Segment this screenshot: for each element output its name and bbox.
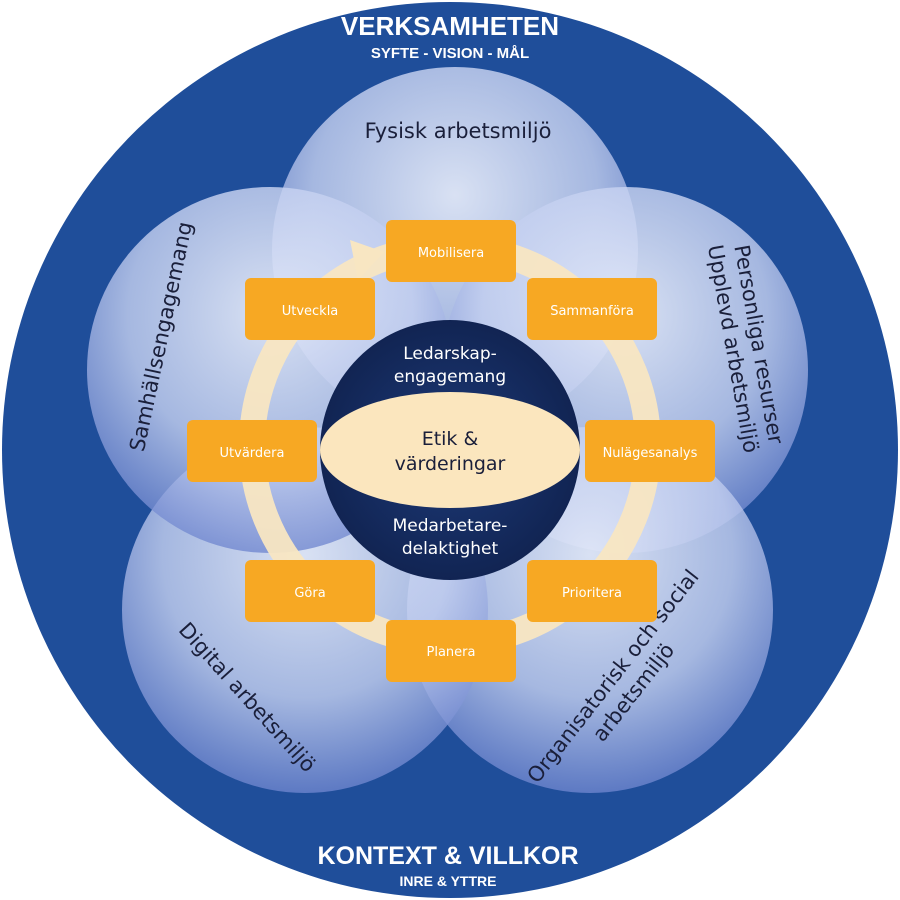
core-bottom-line2: delaktighet xyxy=(402,539,499,559)
step-nulagesanalys-label: Nulägesanalys xyxy=(603,446,698,461)
step-mobilisera[interactable]: Mobilisera xyxy=(386,220,516,282)
step-utvardera-label: Utvärdera xyxy=(220,446,285,461)
core-top-line1: Ledarskap- xyxy=(403,344,497,364)
bottom-subtitle: INRE & YTTRE xyxy=(400,873,497,889)
bottom-title: KONTEXT & VILLKOR xyxy=(317,842,578,870)
step-mobilisera-label: Mobilisera xyxy=(418,246,484,261)
step-sammanfora-label: Sammanföra xyxy=(550,304,634,319)
outer-subtitle: SYFTE - VISION - MÅL xyxy=(371,45,529,62)
center-ellipse xyxy=(320,392,580,508)
step-utvardera[interactable]: Utvärdera xyxy=(187,420,317,482)
step-utveckla[interactable]: Utveckla xyxy=(245,278,375,340)
step-gora-label: Göra xyxy=(294,586,325,601)
step-gora[interactable]: Göra xyxy=(245,560,375,622)
step-planera[interactable]: Planera xyxy=(386,620,516,682)
step-sammanfora[interactable]: Sammanföra xyxy=(527,278,657,340)
center-line2: värderingar xyxy=(395,453,506,475)
petal-label-top: Fysisk arbetsmiljö xyxy=(365,119,552,143)
ring-arrow-icon xyxy=(350,240,384,280)
core-bottom-line1: Medarbetare- xyxy=(393,516,508,536)
step-prioritera[interactable]: Prioritera xyxy=(527,560,657,622)
center-line1: Etik & xyxy=(422,428,479,450)
step-nulagesanalys[interactable]: Nulägesanalys xyxy=(585,420,715,482)
core-top-line2: engagemang xyxy=(394,367,506,387)
step-utveckla-label: Utveckla xyxy=(282,304,339,319)
step-prioritera-label: Prioritera xyxy=(562,586,622,601)
step-planera-label: Planera xyxy=(427,645,476,660)
outer-title: VERKSAMHETEN xyxy=(341,11,559,41)
